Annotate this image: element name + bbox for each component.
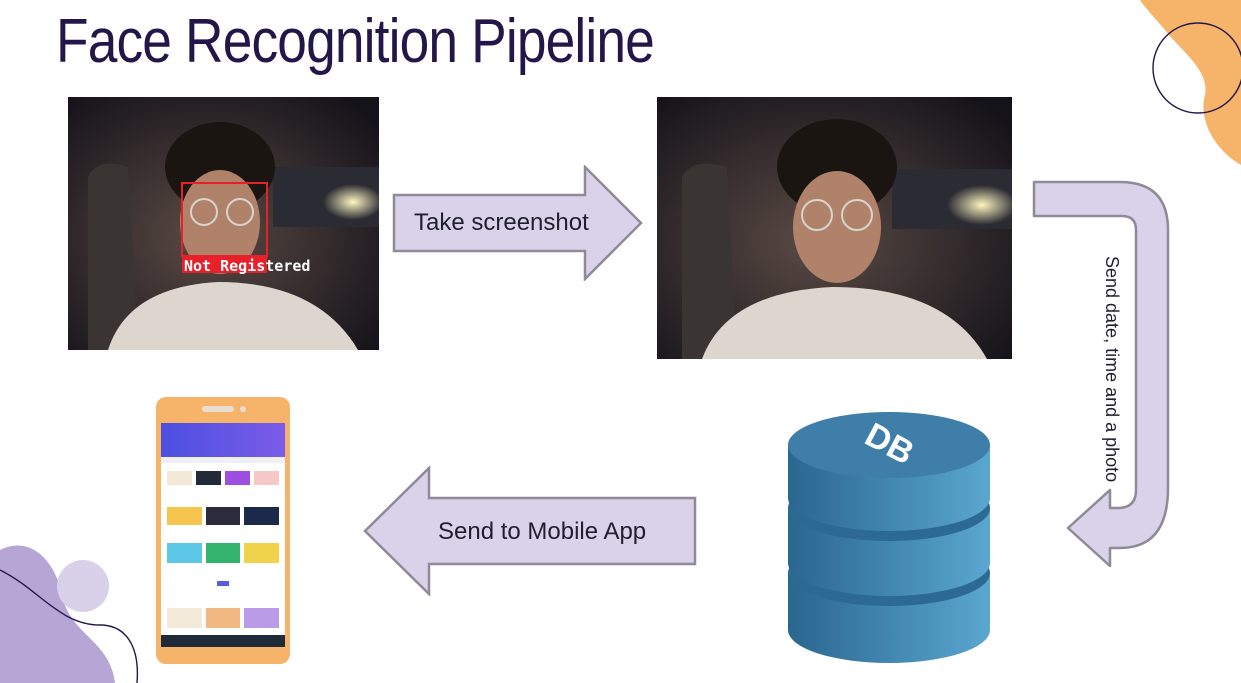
glasses-right [841, 199, 873, 231]
database-cylinder-icon: DB [788, 412, 990, 663]
phone-camera [240, 406, 246, 412]
detection-label-bg [182, 256, 267, 273]
phone-speaker [202, 406, 234, 412]
arrow-shape [363, 466, 697, 596]
screenshot-photo [657, 97, 1012, 359]
thumb [205, 608, 241, 628]
thumb [205, 507, 241, 525]
face [793, 171, 881, 283]
thumb [205, 543, 241, 563]
window-light [323, 184, 379, 220]
thumb [254, 471, 279, 485]
screen-divider [161, 457, 285, 463]
small-purple-circle [57, 560, 109, 612]
arrow-send-to-db [1032, 180, 1170, 568]
glasses-right [226, 198, 254, 226]
outline-curve [0, 569, 139, 683]
purple-blob [0, 545, 115, 683]
decor-top-right [1140, 0, 1241, 165]
camera-frame-photo: Not Registered [68, 97, 379, 350]
page-title: Face Recognition Pipeline [56, 7, 655, 76]
arrow-shape [1032, 180, 1170, 568]
decor-bottom-left [0, 545, 139, 683]
arrow-label-send-to-db: Send date, time and a photo [1102, 256, 1122, 483]
arrow-label-take-screenshot: Take screenshot [414, 209, 589, 236]
screen-button [217, 581, 229, 586]
thumb [244, 608, 280, 628]
shirt [702, 287, 987, 359]
phone-screen [161, 423, 285, 647]
thumb [167, 471, 192, 485]
thumb-row [161, 485, 285, 525]
glasses-left [801, 199, 833, 231]
arrow-shape [392, 165, 643, 281]
detection-label: Not Registered [184, 257, 310, 275]
thumb-row [161, 525, 285, 563]
thumb-row [161, 463, 285, 485]
arrow-take-screenshot [392, 165, 643, 281]
thumb-row [161, 586, 285, 628]
thumb [167, 543, 202, 563]
thumb [167, 608, 202, 628]
window-light [947, 185, 1012, 225]
thumb [225, 471, 250, 485]
screen-banner [161, 423, 285, 457]
thumb [244, 543, 280, 563]
glasses-left [190, 198, 218, 226]
mobile-phone-icon [156, 397, 290, 664]
arrow-send-to-mobile [363, 466, 697, 596]
seat [682, 163, 737, 359]
shirt [108, 282, 358, 350]
db-top-cap [788, 412, 990, 478]
face [180, 170, 260, 274]
screen-footer [161, 635, 285, 647]
arrow-label-send-to-mobile: Send to Mobile App [438, 518, 647, 545]
outline-circle [1152, 22, 1241, 114]
seat [88, 163, 138, 350]
thumb [167, 507, 202, 525]
orange-blob [1140, 0, 1241, 165]
thumb [196, 471, 221, 485]
thumb [244, 507, 280, 525]
